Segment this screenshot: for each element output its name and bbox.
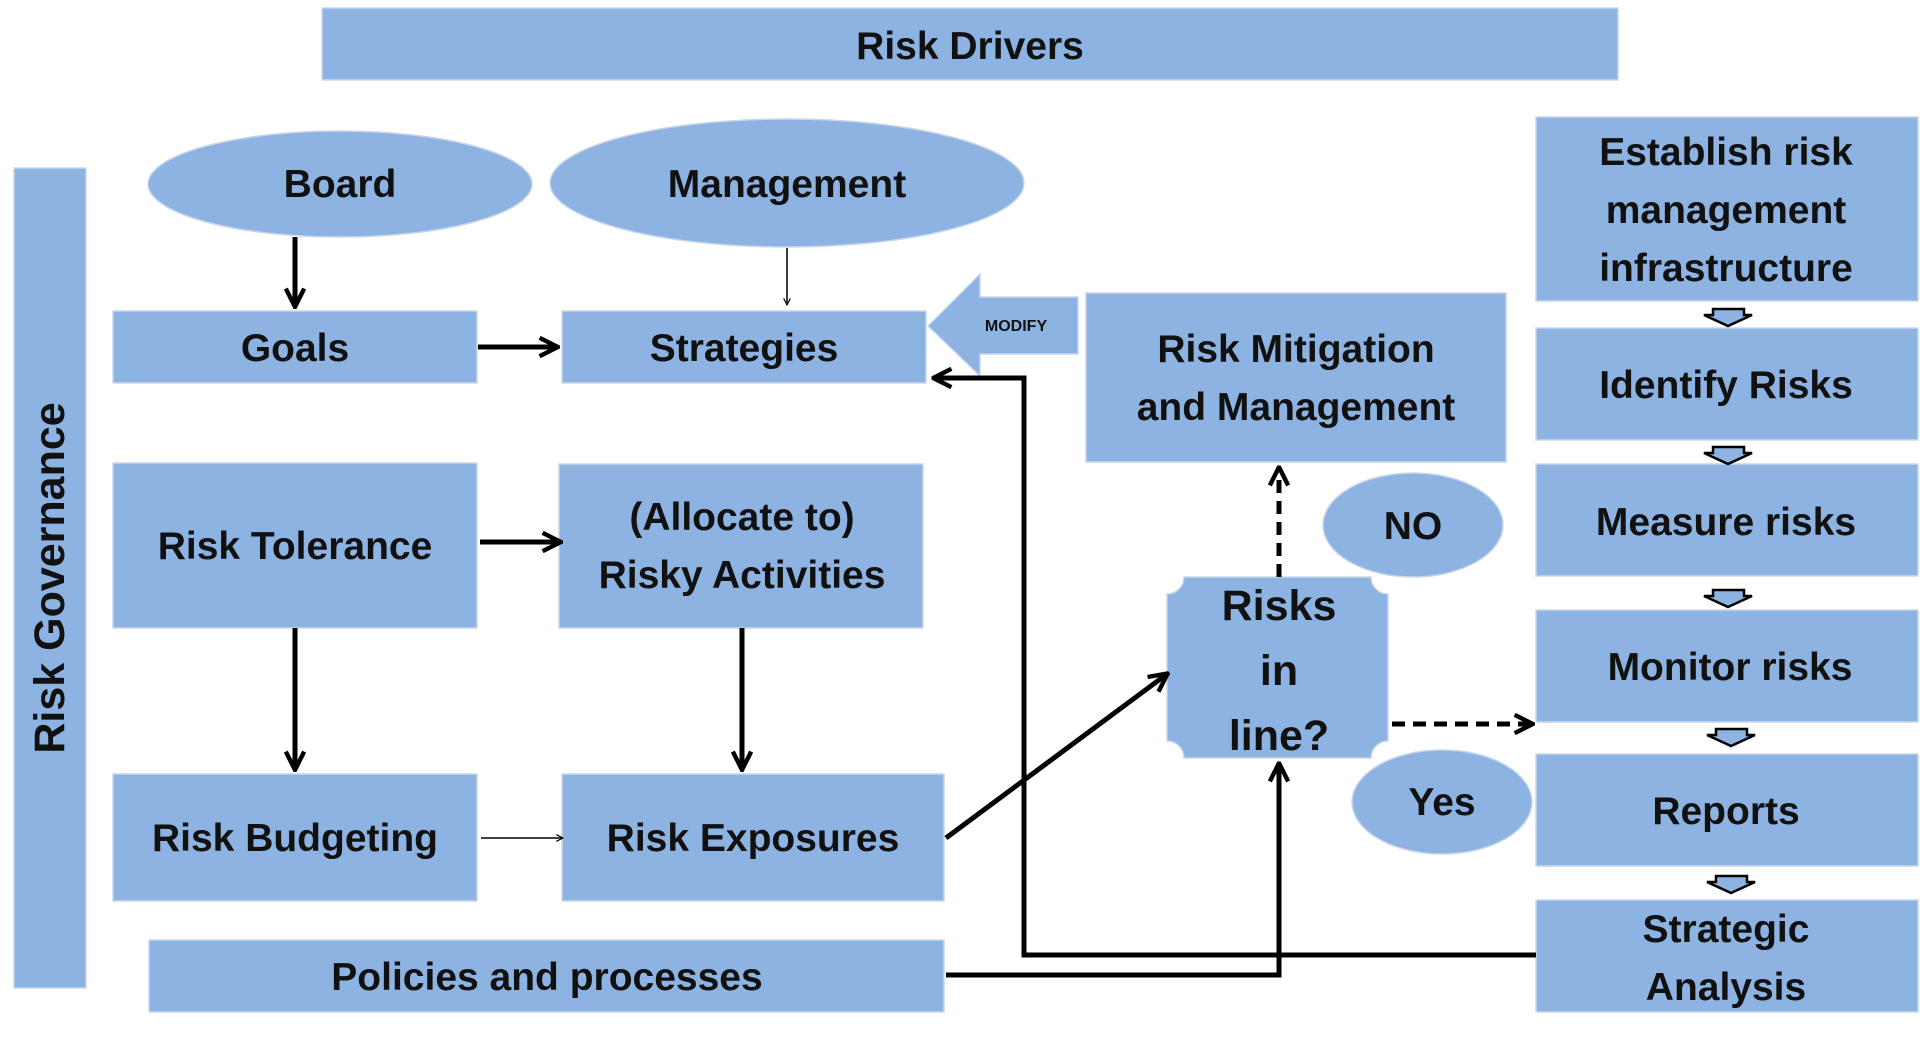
management-label: Management bbox=[668, 163, 906, 206]
risks-in-line-shape bbox=[1166, 576, 1389, 759]
risks-in-line-label: Risks in line? bbox=[1222, 582, 1337, 760]
monitor-label-line: Monitor risks bbox=[1608, 646, 1853, 689]
risks-in-line-label-line: in bbox=[1260, 647, 1298, 695]
goals-label-line: Goals bbox=[241, 327, 349, 370]
monitor-label: Monitor risks bbox=[1608, 646, 1853, 689]
reports-label: Reports bbox=[1652, 790, 1799, 833]
strategies-label-line: Strategies bbox=[650, 327, 839, 370]
establish-label: Establish risk management infrastructure bbox=[1599, 131, 1853, 290]
risk-drivers-label-line: Risk Drivers bbox=[856, 25, 1084, 68]
establish-label-line: infrastructure bbox=[1599, 247, 1853, 290]
risk-tolerance-box bbox=[112, 462, 478, 629]
measure-box bbox=[1535, 463, 1919, 577]
strategies-label: Strategies bbox=[650, 327, 839, 370]
risk-drivers-box bbox=[321, 7, 1619, 81]
identify-label: Identify Risks bbox=[1599, 364, 1853, 407]
identify-box bbox=[1535, 327, 1919, 441]
policies-label: Policies and processes bbox=[331, 956, 762, 999]
risk-mitigation-label: Risk Mitigation and Management bbox=[1137, 328, 1456, 429]
risk-exposures-box bbox=[561, 773, 945, 902]
reports-label-line: Reports bbox=[1652, 790, 1799, 833]
allocate-label-line: Risky Activities bbox=[599, 554, 886, 597]
management-label-line: Management bbox=[668, 163, 906, 206]
modify-label-line: MODIFY bbox=[985, 318, 1048, 335]
establish-label-line: management bbox=[1606, 189, 1847, 232]
board-ellipse bbox=[147, 130, 533, 238]
risk-drivers-label: Risk Drivers bbox=[856, 25, 1084, 68]
allocate-box bbox=[558, 463, 924, 629]
identify-label-line: Identify Risks bbox=[1599, 364, 1853, 407]
risk-exposures-label: Risk Exposures bbox=[607, 817, 900, 860]
modify-label: MODIFY bbox=[985, 318, 1048, 335]
modify-arrow-shape bbox=[926, 272, 1079, 378]
no-ellipse bbox=[1322, 472, 1504, 578]
allocate-label: (Allocate to) Risky Activities bbox=[599, 496, 886, 597]
risk-budgeting-label: Risk Budgeting bbox=[152, 817, 438, 860]
strategies-box bbox=[561, 310, 927, 384]
strategic-label-line: Strategic bbox=[1643, 908, 1810, 951]
diagram-shapes bbox=[13, 7, 1919, 1013]
strategic-box bbox=[1535, 899, 1919, 1013]
arrow-strategic-strategies bbox=[934, 378, 1536, 958]
risk-governance-box bbox=[13, 167, 87, 989]
reports-box bbox=[1535, 753, 1919, 867]
policies-label-line: Policies and processes bbox=[331, 956, 762, 999]
monitor-box bbox=[1535, 609, 1919, 723]
establish-label-line: Establish risk bbox=[1599, 131, 1853, 174]
measure-label-line: Measure risks bbox=[1596, 501, 1856, 544]
diagram-connectors bbox=[295, 237, 1536, 978]
step-arrow-1 bbox=[1703, 307, 1753, 328]
step-arrow-4 bbox=[1706, 727, 1756, 748]
risk-governance-label-line: Risk Governance bbox=[26, 402, 74, 753]
goals-box bbox=[112, 310, 478, 384]
yes-ellipse bbox=[1351, 749, 1533, 855]
arrow-policies-risks-in-line bbox=[946, 764, 1279, 978]
strategic-label-line: Analysis bbox=[1646, 966, 1806, 1009]
allocate-label-line: (Allocate to) bbox=[629, 496, 854, 539]
risk-budgeting-label-line: Risk Budgeting bbox=[152, 817, 438, 860]
arrow-exposures-risks-in-line bbox=[944, 674, 1167, 841]
establish-box bbox=[1535, 116, 1919, 302]
board-label-line: Board bbox=[284, 163, 397, 206]
risk-mitigation-label-line: Risk Mitigation bbox=[1157, 328, 1434, 371]
process-step-arrows bbox=[1703, 307, 1756, 895]
no-label-line: NO bbox=[1384, 505, 1443, 548]
risks-in-line-label-line: line? bbox=[1229, 712, 1329, 760]
risk-budgeting-box bbox=[112, 773, 478, 902]
step-arrow-5 bbox=[1706, 874, 1756, 895]
step-arrow-2 bbox=[1703, 445, 1753, 466]
risks-in-line-label-line: Risks bbox=[1222, 582, 1337, 630]
goals-label: Goals bbox=[241, 327, 349, 370]
risk-governance-label: Risk Governance bbox=[26, 402, 74, 753]
risk-mitigation-label-line: and Management bbox=[1137, 386, 1456, 429]
risk-mitigation-box bbox=[1085, 292, 1507, 463]
policies-box bbox=[148, 939, 945, 1013]
yes-label-line: Yes bbox=[1408, 781, 1475, 824]
no-label: NO bbox=[1384, 505, 1443, 548]
step-arrow-3 bbox=[1703, 588, 1753, 609]
risk-tolerance-label: Risk Tolerance bbox=[158, 525, 433, 568]
board-label: Board bbox=[284, 163, 397, 206]
yes-label: Yes bbox=[1408, 781, 1475, 824]
risk-exposures-label-line: Risk Exposures bbox=[607, 817, 900, 860]
measure-label: Measure risks bbox=[1596, 501, 1856, 544]
management-ellipse bbox=[549, 118, 1025, 248]
risk-tolerance-label-line: Risk Tolerance bbox=[158, 525, 433, 568]
